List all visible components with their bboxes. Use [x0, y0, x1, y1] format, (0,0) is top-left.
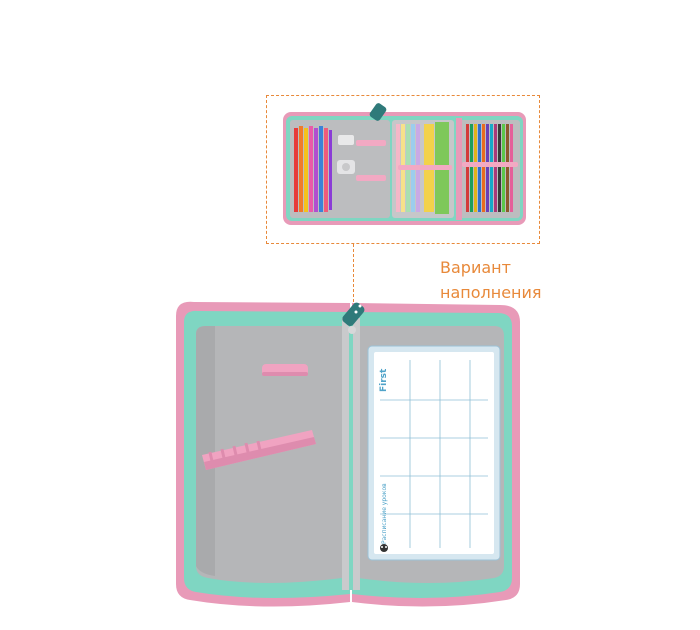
filled-case	[283, 103, 526, 225]
card-title: Расписание уроков	[381, 483, 388, 544]
elastic-loops	[202, 430, 316, 470]
caption-line-2: наполнения	[440, 283, 542, 302]
callout-frame	[266, 95, 540, 244]
empty-case: First Расписание уроков	[176, 301, 520, 607]
zipper-pull-icon	[369, 103, 387, 121]
card-brand: First	[379, 368, 389, 392]
callout-connector	[353, 244, 354, 302]
variant-caption: Вариант наполнения	[440, 255, 590, 305]
elastic-strap-top	[262, 364, 308, 376]
gel-pens	[294, 126, 332, 212]
colored-pencils	[466, 124, 513, 212]
mascot-icon	[380, 544, 388, 552]
schedule-card: First Расписание уроков	[367, 345, 501, 561]
zipper-pull-icon	[342, 302, 365, 334]
caption-line-1: Вариант	[440, 258, 511, 277]
